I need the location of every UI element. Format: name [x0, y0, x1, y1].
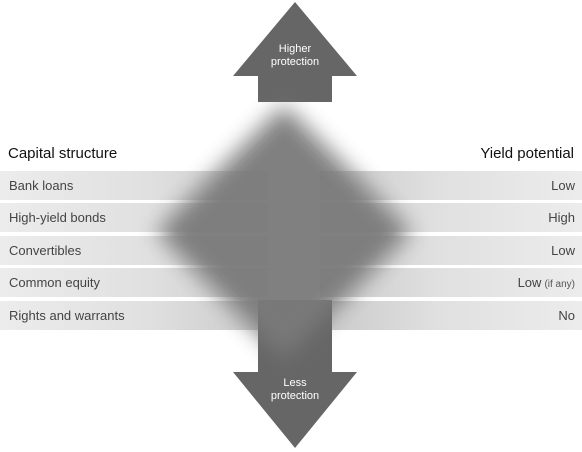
less-protection-label: Less protection [250, 377, 340, 403]
higher-protection-line2: protection [270, 56, 320, 68]
less-protection-line2: protection [270, 390, 320, 402]
yield-potential-value: Low [551, 236, 575, 265]
capital-structure-heading: Capital structure [8, 145, 118, 162]
yield-value-text: High [548, 210, 575, 225]
row-bar-right-5 [320, 301, 582, 330]
row-bar-left-5 [0, 301, 268, 330]
higher-protection-label: Higher protection [250, 43, 340, 69]
yield-potential-value: No [558, 301, 575, 330]
capital-structure-item: Rights and warrants [9, 308, 125, 323]
yield-value-text: Low [551, 243, 575, 258]
yield-value-text: No [558, 308, 575, 323]
capital-structure-item: Convertibles [9, 243, 82, 258]
higher-protection-line1: Higher [278, 43, 312, 55]
capital-structure-item: Bank loans [9, 178, 74, 193]
capital-structure-item: Common equity [9, 275, 101, 290]
capital-structure-item: High-yield bonds [9, 210, 106, 225]
yield-qualifier: (if any) [544, 279, 575, 290]
yield-potential-heading: Yield potential [480, 145, 574, 162]
yield-potential-value: Low [551, 171, 575, 200]
yield-potential-value: High [548, 203, 575, 232]
less-protection-line1: Less [283, 377, 307, 389]
yield-potential-value: Low(if any) [518, 268, 575, 297]
yield-value-text: Low [517, 275, 542, 290]
yield-value-text: Low [551, 178, 575, 193]
up-arrow-icon [233, 2, 357, 102]
